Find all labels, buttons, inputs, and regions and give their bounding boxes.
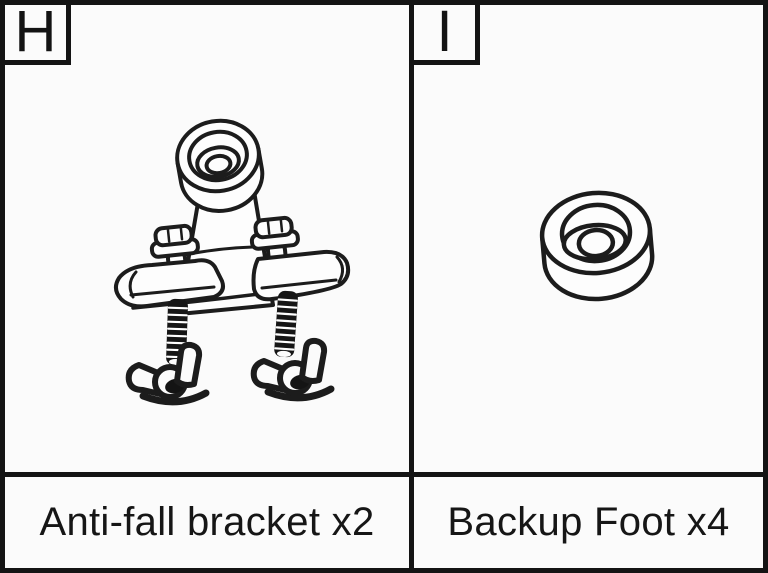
right-threaded-stud [274, 290, 298, 358]
left-clamp [114, 258, 225, 309]
panel-i-label-cell: Backup Foot x4 [414, 472, 763, 568]
backup-foot-illustration [539, 190, 655, 302]
panel-i-drawing-cell: I [414, 5, 763, 472]
panel-h-label-cell: Anti-fall bracket x2 [5, 472, 414, 568]
left-bolt [149, 223, 200, 278]
panel-h-letter: H [14, 0, 57, 64]
panel-i-label: Backup Foot x4 [447, 500, 730, 544]
right-clamp [251, 249, 351, 302]
backup-foot [539, 190, 655, 302]
panel-i-letter: I [436, 0, 453, 64]
panel-h-drawing-cell: H [5, 5, 414, 472]
bracket-roller [175, 118, 265, 213]
panel-i-letter-box: I [414, 5, 480, 65]
panel-h-letter-box: H [5, 5, 71, 65]
anti-fall-bracket-illustration [114, 118, 351, 472]
panel-h-label: Anti-fall bracket x2 [39, 500, 375, 544]
